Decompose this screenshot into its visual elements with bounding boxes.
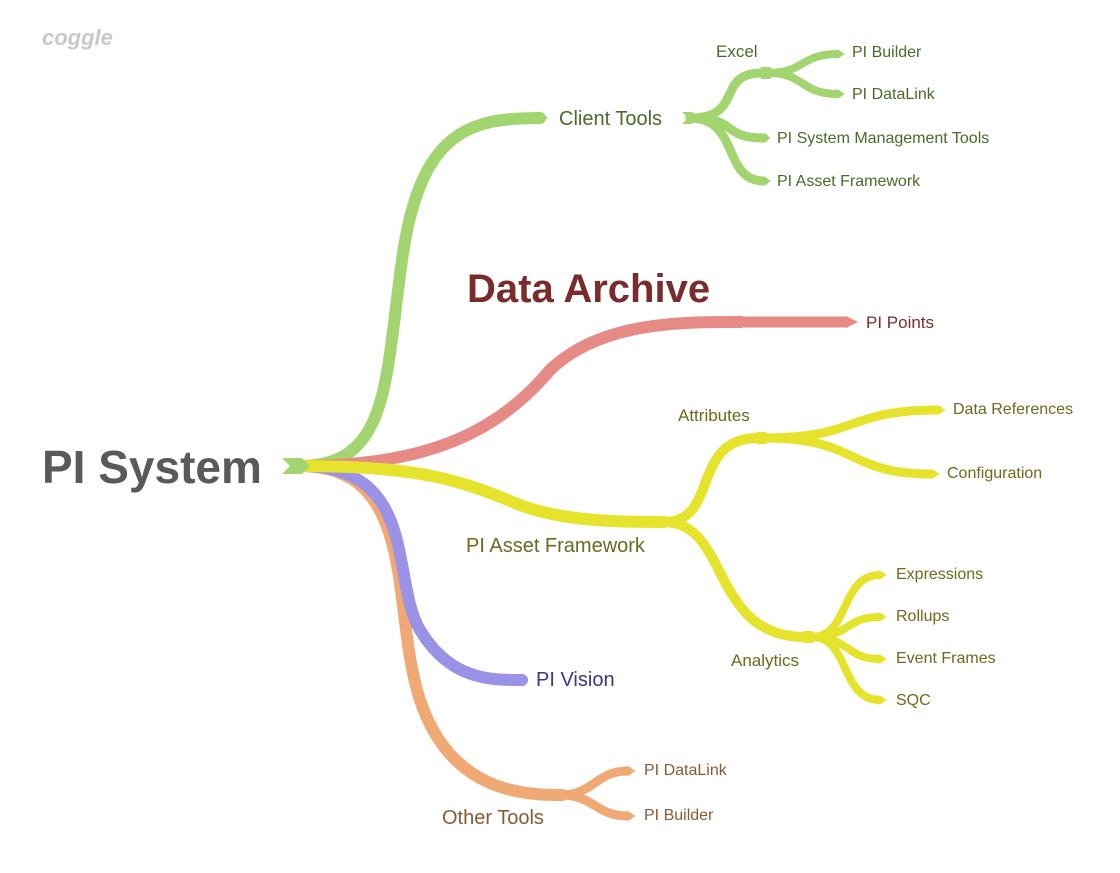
node-analytics[interactable]: Analytics bbox=[731, 651, 799, 670]
node-excel-pi-datalink[interactable]: PI DataLink bbox=[852, 86, 936, 103]
node-pi-vision[interactable]: PI Vision bbox=[536, 669, 615, 691]
node-data-archive[interactable]: Data Archive bbox=[467, 267, 710, 311]
edge-attributes-datarefs bbox=[759, 405, 943, 443]
branch-client-tools bbox=[294, 50, 842, 472]
node-other-pi-builder[interactable]: PI Builder bbox=[644, 807, 714, 824]
edge-attributes-config bbox=[759, 433, 937, 479]
branch-pi-vision bbox=[294, 460, 528, 686]
edge-root-asset-framework bbox=[294, 460, 664, 528]
edge-root-other-tools bbox=[294, 460, 566, 801]
pi-datalink-tip-icon bbox=[836, 89, 845, 99]
edge-root-pi-vision bbox=[294, 460, 528, 686]
edge-root-data-archive bbox=[294, 316, 741, 472]
af-junction-icon bbox=[656, 516, 672, 528]
af-client-tip-icon bbox=[762, 176, 771, 186]
node-pi-points[interactable]: PI Points bbox=[866, 313, 934, 332]
edge-af-analytics bbox=[659, 517, 810, 642]
attributes-junction-icon bbox=[756, 432, 772, 444]
node-data-references[interactable]: Data References bbox=[953, 401, 1073, 418]
junction-markers bbox=[282, 49, 946, 821]
client-tools-junction-icon bbox=[682, 112, 698, 124]
smt-tip-icon bbox=[762, 133, 771, 143]
config-tip-icon bbox=[930, 469, 940, 479]
datarefs-tip-icon bbox=[936, 405, 946, 415]
eventframes-tip-icon bbox=[878, 654, 887, 664]
root-junction-icon bbox=[282, 458, 310, 474]
node-pi-system-management-tools[interactable]: PI System Management Tools bbox=[777, 130, 989, 147]
node-attributes[interactable]: Attributes bbox=[678, 406, 750, 425]
sqc-tip-icon bbox=[878, 695, 887, 705]
pi-vision-tip-icon bbox=[520, 674, 528, 686]
pi-points-tip-icon bbox=[846, 316, 858, 328]
branch-data-archive bbox=[294, 316, 848, 472]
node-excel[interactable]: Excel bbox=[716, 42, 758, 61]
edge-analytics-sqc bbox=[808, 633, 884, 704]
other-builder-tip-icon bbox=[626, 811, 636, 821]
edge-excel-datalink bbox=[764, 69, 842, 98]
node-labels: coggle PI System Client Tools Excel PI B… bbox=[42, 25, 1073, 829]
branch-asset-framework bbox=[294, 405, 943, 704]
node-other-tools[interactable]: Other Tools bbox=[442, 807, 544, 829]
root-node[interactable]: PI System bbox=[42, 441, 262, 493]
node-event-frames[interactable]: Event Frames bbox=[896, 650, 996, 667]
node-other-pi-datalink[interactable]: PI DataLink bbox=[644, 762, 728, 779]
node-pi-asset-framework[interactable]: PI Asset Framework bbox=[466, 535, 646, 557]
edge-root-client-tools bbox=[294, 112, 546, 472]
edge-other-tools-builder bbox=[555, 790, 633, 821]
node-client-tools[interactable]: Client Tools bbox=[559, 108, 662, 130]
pi-builder-tip-icon bbox=[836, 49, 845, 59]
other-datalink-tip-icon bbox=[626, 766, 636, 776]
node-configuration[interactable]: Configuration bbox=[947, 465, 1042, 482]
node-client-pi-asset-framework[interactable]: PI Asset Framework bbox=[777, 173, 921, 190]
node-sqc[interactable]: SQC bbox=[896, 692, 931, 709]
node-excel-pi-builder[interactable]: PI Builder bbox=[852, 44, 922, 61]
node-expressions[interactable]: Expressions bbox=[896, 566, 983, 583]
rollups-tip-icon bbox=[878, 612, 887, 622]
node-rollups[interactable]: Rollups bbox=[896, 608, 949, 625]
excel-junction-icon bbox=[760, 67, 776, 79]
expressions-tip-icon bbox=[878, 570, 887, 580]
client-tools-tip-icon bbox=[540, 112, 548, 124]
edge-client-tools-excel bbox=[685, 68, 767, 123]
logo: coggle bbox=[42, 25, 113, 50]
edge-af-attributes bbox=[659, 433, 763, 527]
data-archive-junction-icon bbox=[732, 316, 748, 328]
edge-client-tools-af bbox=[685, 113, 769, 186]
other-tools-junction-icon bbox=[554, 789, 570, 801]
analytics-junction-icon bbox=[803, 631, 819, 643]
